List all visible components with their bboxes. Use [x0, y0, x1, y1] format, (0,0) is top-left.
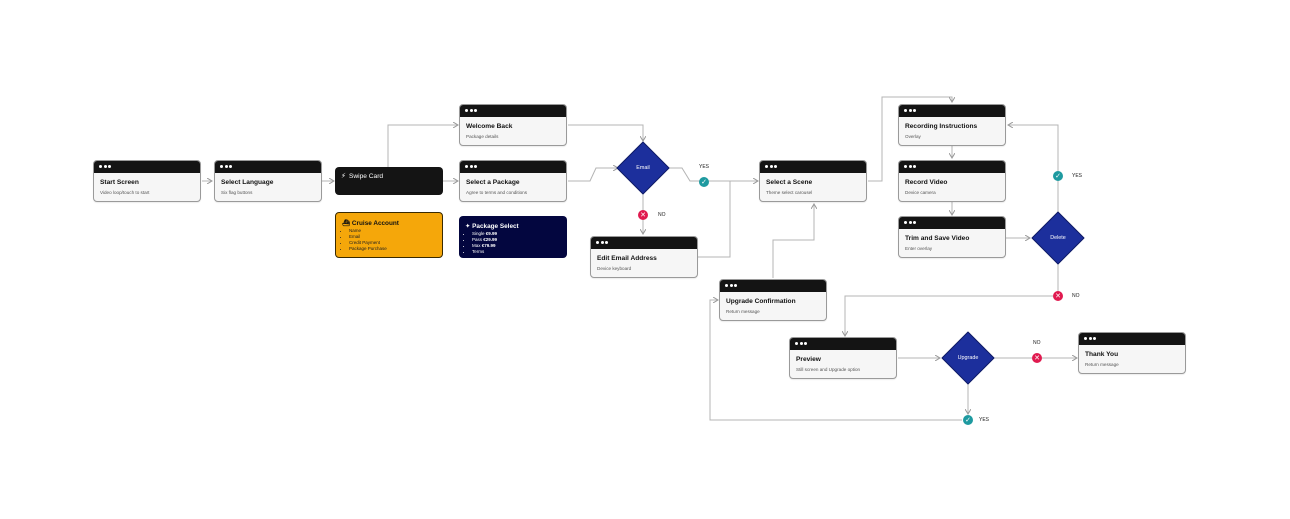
window-bar [790, 338, 896, 350]
card-select-scene[interactable]: Select a Scene Theme select carousel [759, 160, 867, 202]
card-subtitle: Device keyboard [597, 266, 632, 271]
window-bar [720, 280, 826, 292]
card-title: Select Language [221, 179, 274, 186]
swipe-card-label: Swipe Card [349, 173, 384, 180]
card-record-video[interactable]: Record Video Device camera [898, 160, 1006, 202]
cross-icon: ✕ [1032, 353, 1042, 363]
cross-icon: ✕ [638, 210, 648, 220]
card-title: Start Screen [100, 179, 139, 186]
tag-icon: ✦ [465, 223, 471, 230]
card-title: Select a Package [466, 179, 520, 186]
window-dots-icon [904, 109, 918, 112]
card-select-language[interactable]: Select Language Six flag buttons [214, 160, 322, 202]
list-item: Email [349, 234, 387, 240]
window-dots-icon [765, 165, 779, 168]
card-title: Recording Instructions [905, 123, 978, 130]
window-bar [591, 237, 697, 249]
cruise-account-list: Name Email Credit Payment Package Purcha… [342, 228, 387, 252]
card-subtitle: Return message [1085, 362, 1119, 367]
window-bar [215, 161, 321, 173]
check-icon: ✓ [699, 177, 709, 187]
card-recording-instructions[interactable]: Recording Instructions Overlay [898, 104, 1006, 146]
bolt-icon: ⚡ [341, 173, 346, 180]
package-select-note: ✦ Package Select Single €9.99 Pass €29.9… [459, 216, 567, 258]
card-subtitle: Video loop/touch to start [100, 190, 150, 195]
window-bar [899, 217, 1005, 229]
card-title: Select a Scene [766, 179, 813, 186]
card-title: Welcome Back [466, 123, 513, 130]
decision-upgrade-diamond[interactable] [941, 331, 995, 385]
card-preview[interactable]: Preview Still screen and Upgrade option [789, 337, 897, 379]
package-select-list: Single €9.99 Pass €29.99 Max €79.99 Term… [465, 231, 497, 255]
card-start-screen[interactable]: Start Screen Video loop/touch to start [93, 160, 201, 202]
window-bar [760, 161, 866, 173]
list-item: Max €79.99 [472, 243, 497, 249]
yes-label: YES [1072, 173, 1083, 179]
window-dots-icon [904, 221, 918, 224]
card-select-package[interactable]: Select a Package Agree to terms and cond… [459, 160, 567, 202]
card-title: Edit Email Address [597, 255, 657, 262]
window-bar [899, 161, 1005, 173]
card-subtitle: Overlay [905, 134, 921, 139]
decision-delete-label: Delete [1050, 235, 1066, 241]
window-bar [460, 161, 566, 173]
card-thank-you[interactable]: Thank You Return message [1078, 332, 1186, 374]
no-label: NO [1072, 293, 1080, 299]
card-subtitle: Agree to terms and conditions [466, 190, 528, 195]
card-subtitle: Package details [466, 134, 499, 139]
yes-label: YES [699, 164, 710, 170]
window-dots-icon [795, 342, 809, 345]
card-upgrade-confirmation[interactable]: Upgrade Confirmation Return message [719, 279, 827, 321]
card-title: Thank You [1085, 351, 1119, 358]
ship-icon: ⛴ [342, 220, 351, 227]
check-icon: ✓ [963, 415, 973, 425]
card-title: Record Video [905, 179, 948, 186]
list-item: Pass €29.99 [472, 237, 497, 243]
window-dots-icon [725, 284, 739, 287]
decision-email-diamond[interactable] [616, 141, 670, 195]
card-subtitle: Six flag buttons [221, 190, 253, 195]
package-select-title: Package Select [472, 223, 519, 230]
window-dots-icon [1084, 337, 1098, 340]
card-subtitle: Return message [726, 309, 760, 314]
card-trim-save[interactable]: Trim and Save Video Enter overlay [898, 216, 1006, 258]
window-dots-icon [904, 165, 918, 168]
card-subtitle: Still screen and Upgrade option [796, 367, 861, 372]
card-subtitle: Theme select carousel [766, 190, 813, 195]
card-edit-email[interactable]: Edit Email Address Device keyboard [590, 236, 698, 278]
window-bar [899, 105, 1005, 117]
list-item: Credit Payment [349, 240, 387, 246]
card-title: Trim and Save Video [905, 235, 970, 242]
window-dots-icon [596, 241, 610, 244]
list-item: Single €9.99 [472, 231, 497, 237]
no-label: NO [658, 212, 666, 218]
decision-delete-diamond[interactable] [1031, 211, 1085, 265]
card-title: Upgrade Confirmation [726, 298, 796, 305]
no-label: NO [1033, 340, 1041, 346]
decision-upgrade-label: Upgrade [957, 355, 979, 361]
card-welcome-back[interactable]: Welcome Back Package details [459, 104, 567, 146]
card-subtitle: Device camera [905, 190, 936, 195]
cruise-account-note: ⛴ Cruise Account Name Email Credit Payme… [335, 212, 443, 258]
list-item: Package Purchase [349, 246, 387, 252]
list-item: Terms [472, 249, 497, 255]
window-bar [94, 161, 200, 173]
list-item: Name [349, 228, 387, 234]
decision-email-label: Email [636, 165, 650, 171]
card-subtitle: Enter overlay [905, 246, 933, 251]
cruise-account-title: Cruise Account [351, 220, 399, 227]
window-dots-icon [99, 165, 113, 168]
swipe-card-step[interactable]: ⚡ Swipe Card [335, 167, 443, 195]
window-dots-icon [465, 165, 479, 168]
window-bar [460, 105, 566, 117]
card-title: Preview [796, 356, 821, 363]
window-dots-icon [220, 165, 234, 168]
yes-label: YES [979, 417, 990, 423]
check-icon: ✓ [1053, 171, 1063, 181]
cross-icon: ✕ [1053, 291, 1063, 301]
window-dots-icon [465, 109, 479, 112]
window-bar [1079, 333, 1185, 345]
